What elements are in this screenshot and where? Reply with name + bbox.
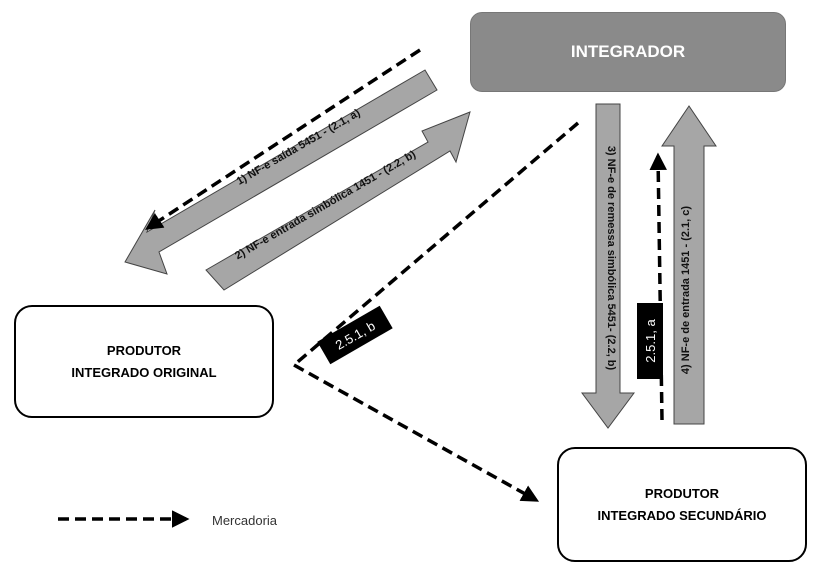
node-integrador: INTEGRADOR xyxy=(470,12,786,92)
goods-arrow-secundario-up xyxy=(649,152,667,421)
node-produtor-original-line2: INTEGRADO ORIGINAL xyxy=(71,364,217,380)
arrow-nfe-saida-label: 1) NF-e saída 5451 - (2.1, a) xyxy=(235,107,363,188)
node-produtor-secundario-line2: INTEGRADO SECUNDÁRIO xyxy=(597,507,767,523)
goods-arrow-integrador-to-original xyxy=(145,48,421,230)
arrow-nfe-remessa-simbolica-label: 3) NF-e de remessa simbólica 5451- (2.2,… xyxy=(605,146,617,371)
legend-label: Mercadoria xyxy=(212,513,278,528)
arrow-nfe-remessa-simbolica: 3) NF-e de remessa simbólica 5451- (2.2,… xyxy=(581,103,635,429)
node-produtor-original: PRODUTOR INTEGRADO ORIGINAL xyxy=(14,305,274,418)
node-produtor-original-line1: PRODUTOR xyxy=(106,342,182,358)
node-integrador-label: INTEGRADOR xyxy=(570,42,686,61)
arrow-nfe-entrada-label: 4) NF-e de entrada 1451 - (2.1, c) xyxy=(680,206,692,374)
goods-arrow-original-to-secundario xyxy=(293,363,540,502)
node-produtor-secundario-line1: PRODUTOR xyxy=(644,485,720,501)
goods-line-integrador-to-original xyxy=(292,121,580,367)
arrow-nfe-entrada: 4) NF-e de entrada 1451 - (2.1, c) xyxy=(661,105,717,425)
node-produtor-secundario: PRODUTOR INTEGRADO SECUNDÁRIO xyxy=(557,447,807,562)
tag-251a-label: 2.5.1, a xyxy=(643,319,658,363)
tag-251a: 2.5.1, a xyxy=(637,303,663,379)
